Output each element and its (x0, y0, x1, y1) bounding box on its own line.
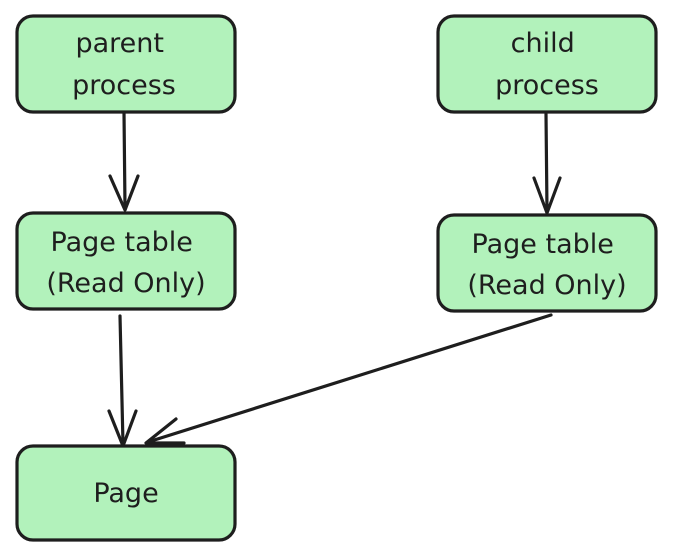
node-child-page-table: Page table (Read Only) (436, 213, 658, 313)
arrowhead-page-from-child (144, 417, 186, 445)
node-parent-page-table: Page table (Read Only) (15, 211, 237, 311)
node-parent-process-label: parent process (72, 28, 176, 101)
node-child-process-line-1: child (511, 28, 575, 59)
node-child-process-box (436, 14, 658, 114)
node-parent-page-table-line-1: Page table (51, 227, 193, 258)
node-parent-process: parent process (15, 14, 237, 114)
node-page: Page (15, 444, 237, 542)
node-page-box (15, 444, 237, 542)
edge-child-page-table-to-page (146, 313, 553, 444)
node-child-page-table-label: Page table (Read Only) (467, 229, 626, 301)
node-parent-page-table-label: Page table (Read Only) (46, 227, 205, 299)
node-parent-process-box (15, 14, 237, 114)
node-child-process-line-2: process (495, 70, 599, 101)
node-parent-process-line-2: process (72, 70, 176, 101)
node-child-page-table-line-2: (Read Only) (467, 270, 626, 301)
node-page-label: Page (93, 478, 158, 509)
node-page-line-1: Page (93, 478, 158, 509)
node-child-page-table-box (436, 213, 658, 313)
node-parent-process-line-1: parent (75, 28, 164, 59)
node-parent-page-table-line-2: (Read Only) (46, 268, 205, 299)
node-child-process-label: child process (495, 28, 599, 101)
node-parent-page-table-box (15, 211, 237, 311)
arrowhead-parent-page-table (108, 174, 140, 212)
edge-parent-process-to-parent-page-table (122, 110, 127, 210)
edge-parent-page-table-to-page (118, 314, 125, 446)
arrowhead-child-page-table (532, 176, 562, 215)
node-child-page-table-line-1: Page table (472, 229, 614, 260)
edge-child-process-to-child-page-table (544, 112, 549, 213)
node-child-process: child process (436, 14, 658, 114)
